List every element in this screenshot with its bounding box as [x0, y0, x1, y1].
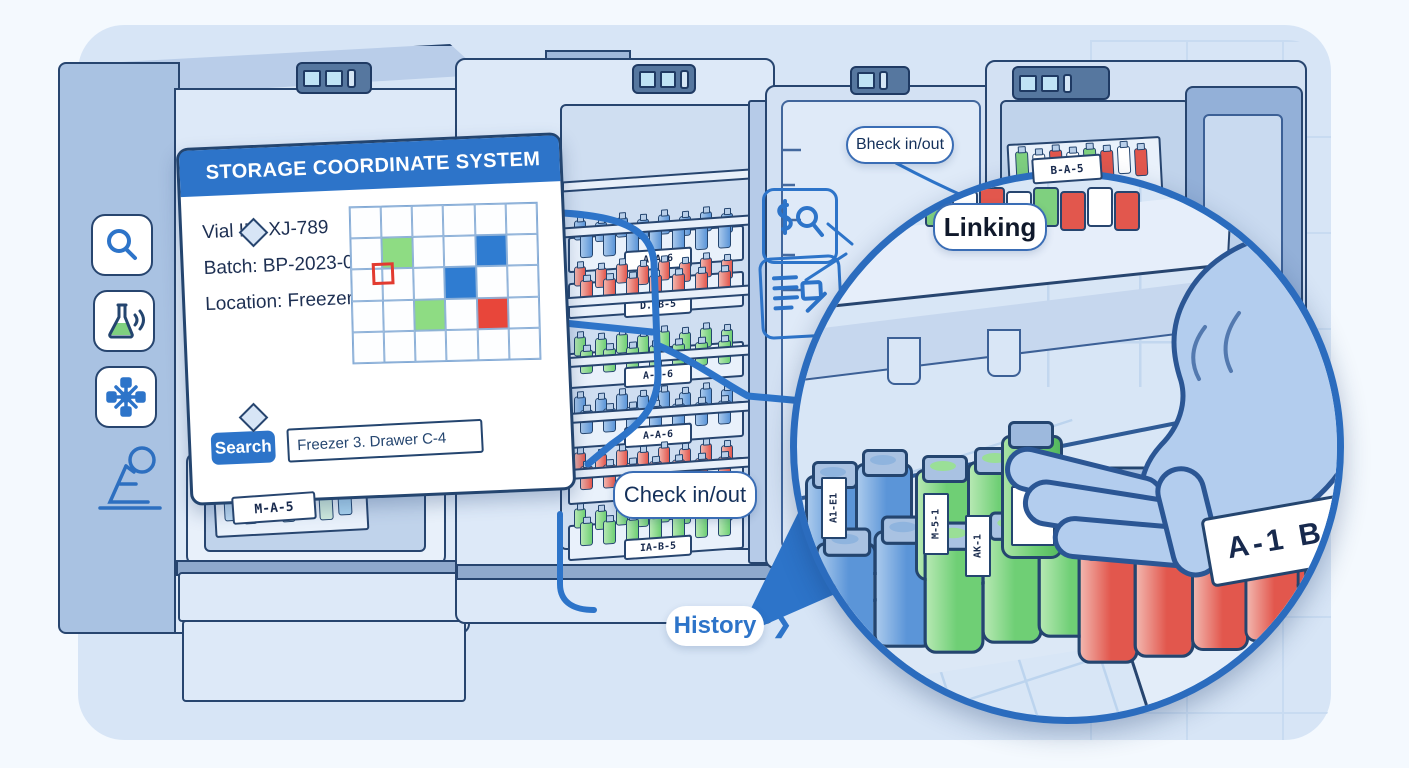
sidebar-coordinates-button[interactable]: [95, 366, 157, 428]
check-inout-button[interactable]: Check in/out: [613, 471, 757, 519]
sidebar-sample-button[interactable]: [93, 290, 155, 352]
grid-cell: [415, 329, 447, 362]
move-axis-icon: [106, 377, 146, 417]
grid-cell: [506, 233, 539, 266]
sidebar-search-button[interactable]: [91, 214, 153, 276]
shelf-bracket: [987, 329, 1021, 377]
vial: [580, 521, 593, 547]
freezer-3-control-panel: [850, 66, 910, 95]
grid-cell: [351, 300, 384, 333]
grid-cell: [506, 265, 539, 298]
grid-cell: [475, 265, 508, 298]
grid-cell: [508, 327, 541, 360]
vial: [1114, 191, 1140, 231]
history-chevron-icon[interactable]: ❯: [772, 611, 793, 638]
vial: [603, 519, 616, 545]
grid-cell: [443, 235, 476, 268]
freezer-4-control-panel: [1012, 66, 1110, 100]
vial: [1116, 145, 1132, 175]
scan-search-icon: [777, 199, 824, 237]
grid-cell: [352, 331, 385, 364]
batch-text: Batch: BP-2023-01: [203, 251, 365, 280]
flask-signal-icon: [108, 303, 145, 339]
storage-card: STORAGE COORDINATE SYSTEM Vial ID: XJ-78…: [175, 132, 577, 506]
freezer-2-seam: [456, 564, 774, 580]
freezer-1-drawer-b: [182, 620, 466, 702]
grid-cell: [474, 203, 507, 236]
location-text: Location: Freezer 3: [204, 287, 370, 316]
vial-shelf: D. B-5: [566, 243, 746, 320]
grid-cell: [414, 298, 447, 331]
freezer-2-control-panel: [632, 64, 696, 94]
grid-cell: [476, 297, 509, 330]
grid-cell: [477, 328, 510, 361]
grid-cell: [444, 266, 477, 299]
grid-cell: [445, 297, 478, 330]
linking-button[interactable]: Linking: [933, 203, 1047, 251]
grid-cell: [413, 267, 446, 300]
magnifier-circle: A1-E1 M-5-1 AK-1 A-1 B-5: [790, 170, 1344, 724]
freezer-1-control-panel: [296, 62, 372, 94]
search-icon: [107, 229, 137, 260]
grid-cell: [412, 236, 445, 269]
search-button[interactable]: Search: [210, 430, 276, 465]
drawer-label-text: M-A-5: [253, 499, 295, 517]
vial: [1133, 147, 1149, 177]
vial: [815, 527, 877, 660]
selected-cell-marker: [371, 262, 395, 286]
freezer-4-drawer-label: B-A-5: [1031, 153, 1103, 185]
shelf-bracket: [887, 337, 921, 385]
vial-label: A1-E1: [821, 477, 847, 539]
vial: [1087, 187, 1113, 227]
grid-cell: [383, 299, 416, 332]
location-input[interactable]: [286, 418, 484, 463]
drawer-label-text: B-A-5: [1050, 161, 1084, 177]
grid-cell: [443, 204, 476, 237]
shelf-board: [562, 168, 750, 193]
grid-cell: [383, 330, 416, 363]
grid-cell: [349, 206, 382, 239]
history-button[interactable]: History: [666, 606, 764, 646]
grid-cell: [380, 205, 413, 238]
grid-cell: [446, 329, 479, 362]
vial: [1060, 191, 1086, 231]
grid-cell: [411, 205, 444, 238]
flask-sketch-icon: [98, 446, 162, 510]
freezer-1-drawer-a: [178, 572, 466, 622]
freezer-1-drawer-label: M-A-5: [231, 491, 317, 525]
grid-cell: [505, 202, 538, 235]
check-inout-top-button[interactable]: Bheck in/out: [846, 126, 954, 164]
grid-cell: [475, 234, 507, 267]
grid-cell: [507, 296, 540, 329]
